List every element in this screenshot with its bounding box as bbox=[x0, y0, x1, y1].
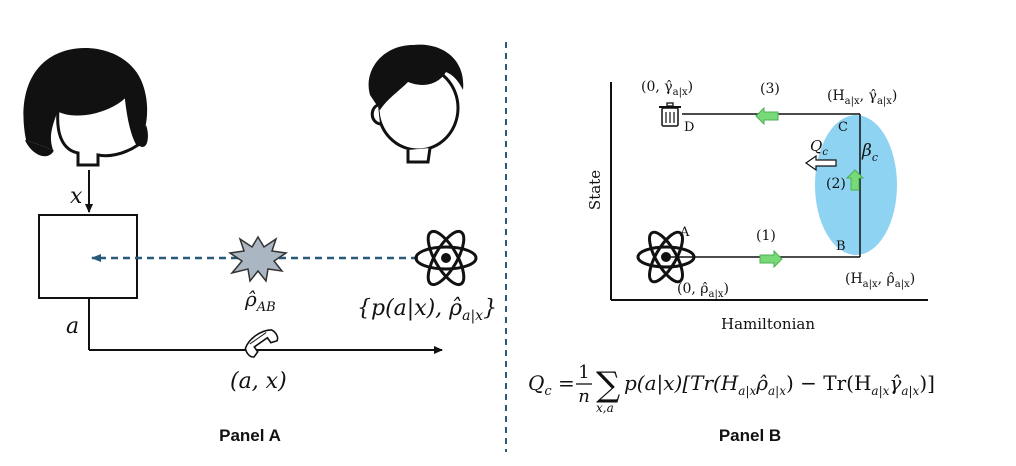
step-3-label: (3) bbox=[760, 81, 780, 97]
man-head-icon bbox=[368, 44, 464, 164]
point-a: A bbox=[679, 225, 690, 240]
point-c: C bbox=[838, 120, 848, 135]
x-axis-label: Hamiltonian bbox=[721, 315, 815, 333]
heat-label: Qc bbox=[810, 137, 828, 158]
step-1-label: (1) bbox=[756, 228, 776, 244]
atom-icon bbox=[414, 229, 478, 287]
step-3-arrow bbox=[755, 106, 779, 126]
svg-text:1: 1 bbox=[578, 362, 589, 383]
point-b: B bbox=[836, 239, 846, 254]
point-c-coords: (Ha|x, γ̂a|x) bbox=[827, 88, 897, 107]
heat-formula: Qc = 1 n ∑ x,a p(a|x)[Tr(Ha|xρ̂a|x) − Tr… bbox=[528, 362, 935, 415]
point-b-coords: (Ha|x, ρ̂a|x) bbox=[845, 271, 915, 290]
panel-b-title: Panel B bbox=[719, 426, 781, 445]
measurement-box bbox=[38, 214, 138, 299]
step-2-label: (2) bbox=[826, 176, 846, 192]
heat-arrow bbox=[804, 154, 837, 172]
y-axis-label: State bbox=[586, 170, 604, 210]
explosion-icon bbox=[227, 235, 289, 283]
woman-head-icon bbox=[23, 48, 148, 167]
svg-text:p(a|x)[Tr(Ha|xρ̂a|x) − Tr(Ha|x: p(a|x)[Tr(Ha|xρ̂a|x) − Tr(Ha|xγ̂a|x)] bbox=[624, 371, 935, 398]
svg-text:n: n bbox=[578, 386, 590, 407]
message-label: (a, x) bbox=[230, 369, 287, 394]
svg-text:x,a: x,a bbox=[596, 401, 614, 415]
trash-can-icon bbox=[659, 102, 681, 127]
input-x-label: x bbox=[70, 184, 83, 209]
point-d-coords: (0, γ̂a|x) bbox=[641, 79, 693, 98]
point-a-coords: (0, ρ̂a|x) bbox=[677, 281, 729, 300]
state-rho-label: ρ̂AB bbox=[244, 287, 276, 315]
sum-symbol: ∑ bbox=[596, 365, 620, 405]
panel-a-title: Panel A bbox=[219, 426, 281, 445]
panel-a: x a ρ̂AB {p(a|x), ρ̂a|x} bbox=[23, 44, 497, 445]
bath-label: βc bbox=[861, 141, 878, 164]
telephone-icon bbox=[244, 329, 279, 358]
output-a-label: a bbox=[66, 314, 79, 339]
panel-b: State Hamiltonian (1) (2) (3) Qc bbox=[528, 79, 935, 445]
step-1-arrow bbox=[759, 249, 783, 269]
svg-text:Qc =: Qc = bbox=[528, 371, 575, 399]
point-d: D bbox=[684, 120, 694, 135]
ensemble-label: {p(a|x), ρ̂a|x} bbox=[357, 296, 497, 324]
atom-icon bbox=[636, 230, 696, 284]
step-2-arrow bbox=[845, 169, 865, 191]
